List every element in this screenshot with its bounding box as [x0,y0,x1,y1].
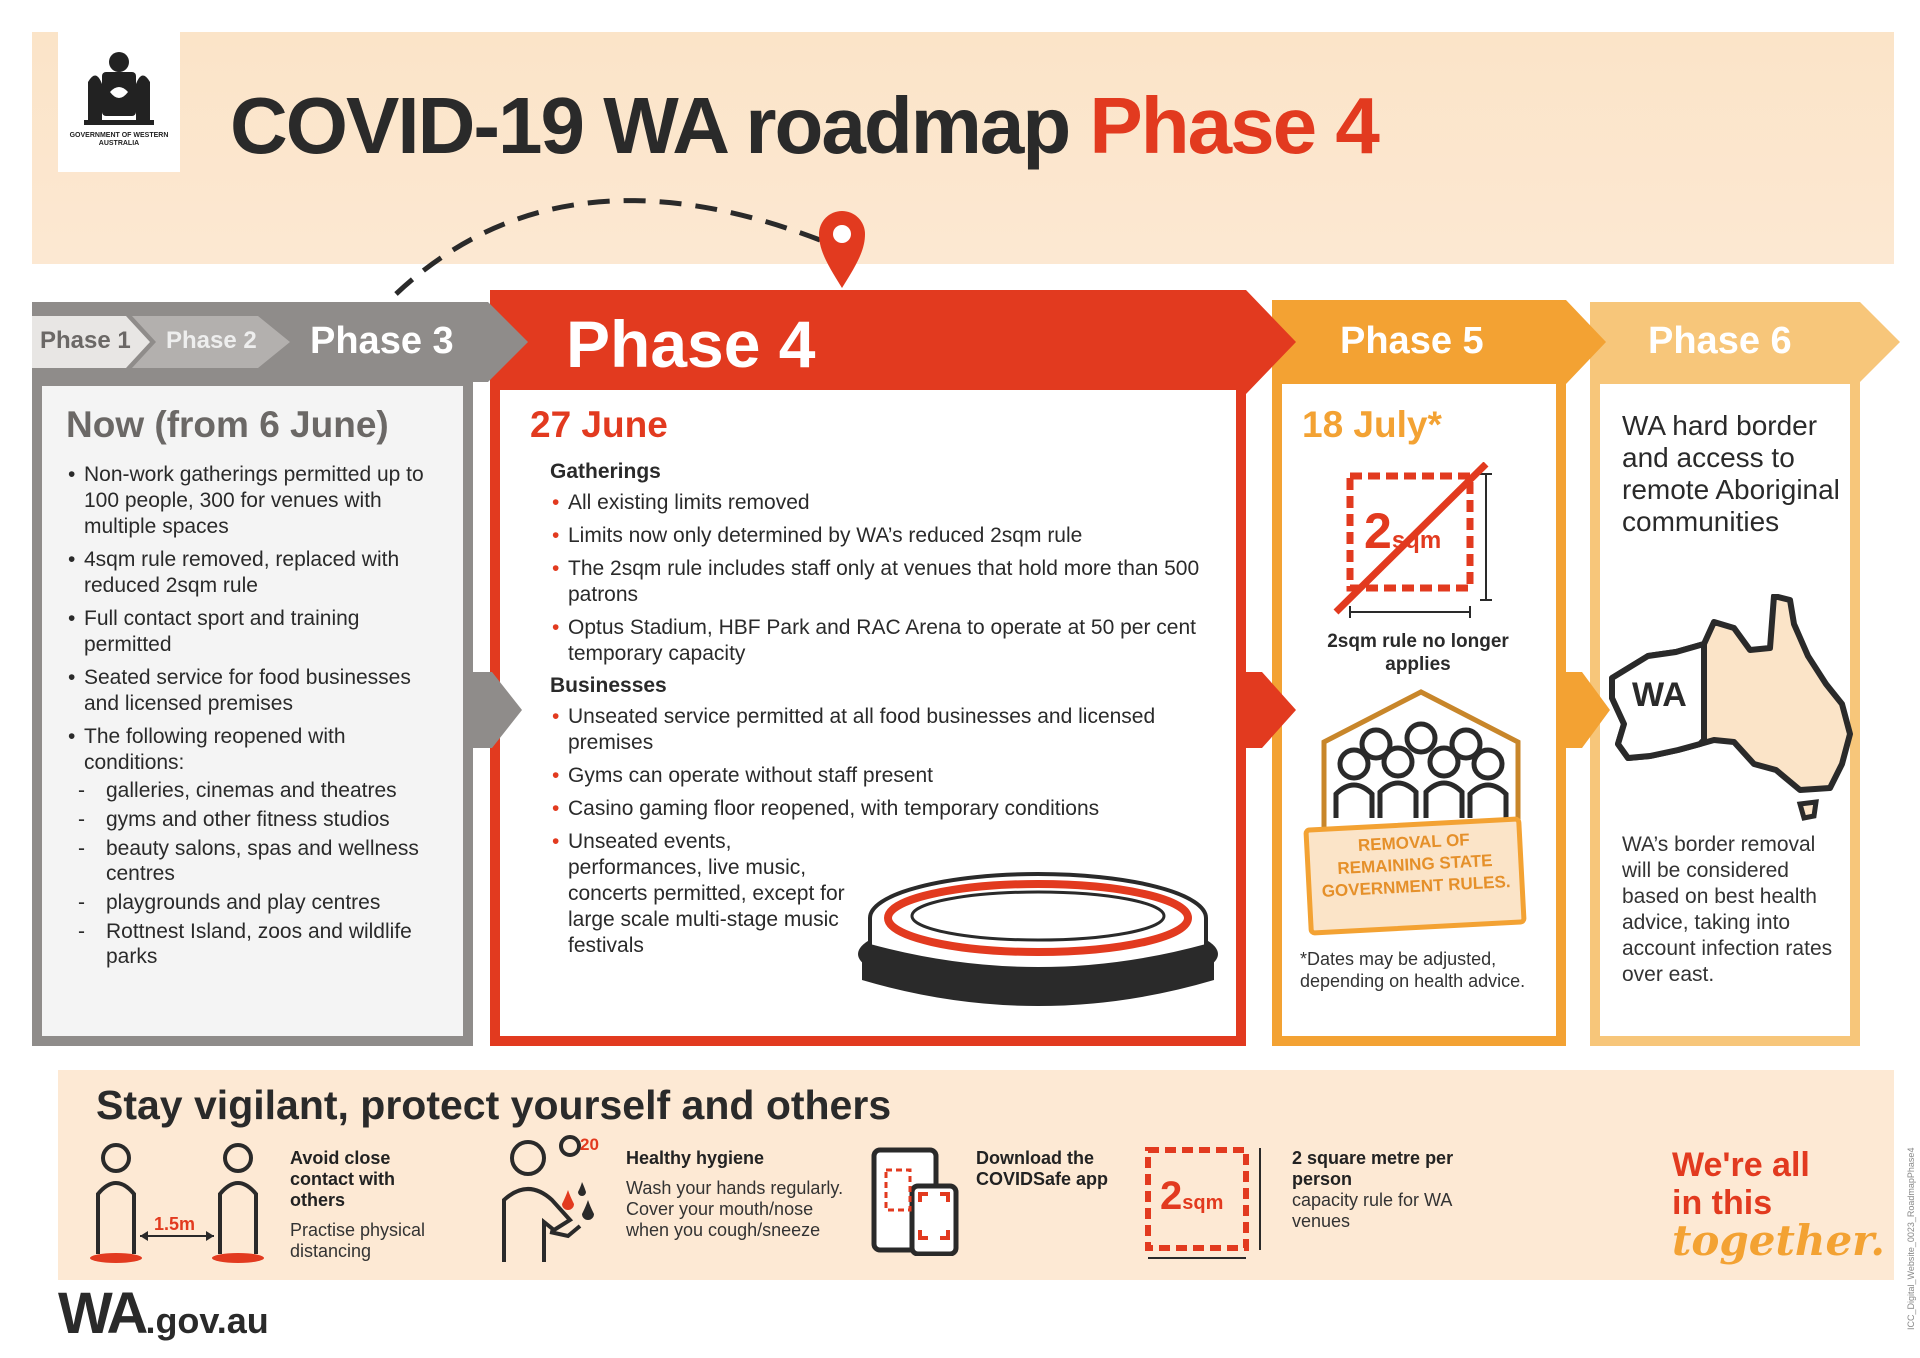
wa-gov-logo[interactable]: WA.gov.au [58,1280,269,1347]
phase4-date: 27 June [530,404,668,445]
list-item: Unseated service permitted at all food b… [550,704,1220,756]
list-item: Non-work gatherings permitted up to 100 … [66,462,446,540]
slogan-line2: in this [1672,1184,1773,1222]
title-accent: Phase 4 [1089,81,1379,170]
gatherings-heading: Gatherings [550,460,661,483]
footer-sqm-number: 2 [1160,1174,1183,1218]
slogan-line1: We're all [1672,1146,1810,1184]
sqm-rule-title: 2 square metre per person [1292,1148,1454,1189]
hygiene-title: Healthy hygiene [626,1148,765,1168]
arrow-phase1: Phase 1 [40,327,131,354]
list-item: Casino gaming floor reopened, with tempo… [550,796,1220,822]
footer-sqm-unit: sqm [1182,1192,1224,1214]
list-item: Seated service for food businesses and l… [66,665,446,717]
government-crest [58,32,180,172]
phase3-list: Non-work gatherings permitted up to 100 … [66,462,446,776]
title-main: COVID-19 WA roadmap [230,81,1071,170]
location-pin-icon [819,211,865,288]
list-item: Gyms can operate without staff present [550,763,1220,789]
stamp-text: REMOVAL OF REMAINING STATE GOVERNMENT RU… [1321,830,1511,901]
sub-list-item: galleries, cinemas and theatres [66,778,446,803]
map-label-wa: WA [1632,676,1687,714]
list-item: Full contact sport and training permitte… [66,606,446,658]
phase6-heading: WA hard border and access to remote Abor… [1622,410,1840,537]
contact-title: Avoid close contact with others [290,1148,396,1210]
physical-distancing-icon [90,1143,264,1263]
path-arc-decoration [394,198,821,296]
arrow-phase2: Phase 2 [166,327,257,354]
phase5-footnote: *Dates may be adjusted, depending on hea… [1300,949,1526,991]
list-item: Unseated events, performances, live musi… [550,829,850,959]
sqm-unit: sqm [1391,527,1442,554]
site-big: WA [58,1281,148,1346]
sub-list-item: gyms and other fitness studios [66,807,446,832]
arrow-phase3: Phase 3 [310,320,454,362]
site-small: .gov.au [145,1300,269,1341]
sqm-caption: 2sqm rule no longer applies [1327,631,1509,675]
footer-sqm-label: 2sqm [1160,1174,1223,1219]
contact-text: Practise physical distancing [290,1220,426,1261]
hand-washing-icon [502,1135,594,1262]
sqm-rule-text: capacity rule for WA venues [1292,1190,1452,1231]
sqm-number: 2 [1364,503,1392,559]
australia-map-icon [1609,594,1853,821]
list-item: The 2sqm rule includes staff only at ven… [550,556,1220,608]
hygiene-text: Wash your hands regularly. Cover your mo… [626,1178,844,1240]
list-item: 4sqm rule removed, replaced with reduced… [66,547,446,599]
slogan: We're all in this together. [1672,1146,1886,1265]
app-title: Download the COVIDSafe app [976,1148,1109,1189]
two-sqm-icon [1145,1147,1261,1259]
list-item: All existing limits removed [550,490,1220,516]
sub-list-item: playgrounds and play centres [66,890,446,915]
slogan-line3: together. [1672,1216,1886,1265]
gatherings-list: All existing limits removed Limits now o… [550,490,1220,667]
stadium-icon [858,872,1218,1006]
businesses-heading: Businesses [550,674,667,697]
document-code: ICC_Digital_Website_0023_RoadmapPhase4 [1906,1147,1916,1330]
sub-list-item: beauty salons, spas and wellness centres [66,836,446,886]
people-house-icon [1321,689,1521,841]
footer-band [58,1070,1894,1280]
arrow-phase5: Phase 5 [1340,320,1484,362]
crest-caption: GOVERNMENT OF WESTERN AUSTRALIA [69,132,169,147]
header-band [32,32,1894,264]
phase3-heading: Now (from 6 June) [66,404,389,445]
arrow-phase6: Phase 6 [1648,320,1792,362]
distance-label: 1.5m [154,1214,196,1234]
crest-icon [84,52,154,125]
list-item: Limits now only determined by WA’s reduc… [550,523,1220,549]
page-title: COVID-19 WA roadmap Phase 4 [230,80,1380,172]
footer-title: Stay vigilant, protect yourself and othe… [96,1082,892,1128]
covidsafe-app-icon [871,1147,959,1256]
phase6-body: WA’s border removal will be considered b… [1622,833,1833,986]
phase5-date: 18 July* [1302,404,1442,445]
sqm-label: 2sqm [1364,502,1441,560]
phase3-sublist: galleries, cinemas and theatres gyms and… [66,778,446,969]
sub-list-item: Rottnest Island, zoos and wildlife parks [66,919,446,969]
timer-label: 20 [580,1135,599,1154]
sqm-crossed-icon [1333,462,1492,618]
arrow-phase4: Phase 4 [566,307,816,381]
list-item: Optus Stadium, HBF Park and RAC Arena to… [550,615,1220,667]
businesses-list: Unseated service permitted at all food b… [550,704,1220,959]
list-item: The following reopened with conditions: [66,724,446,776]
